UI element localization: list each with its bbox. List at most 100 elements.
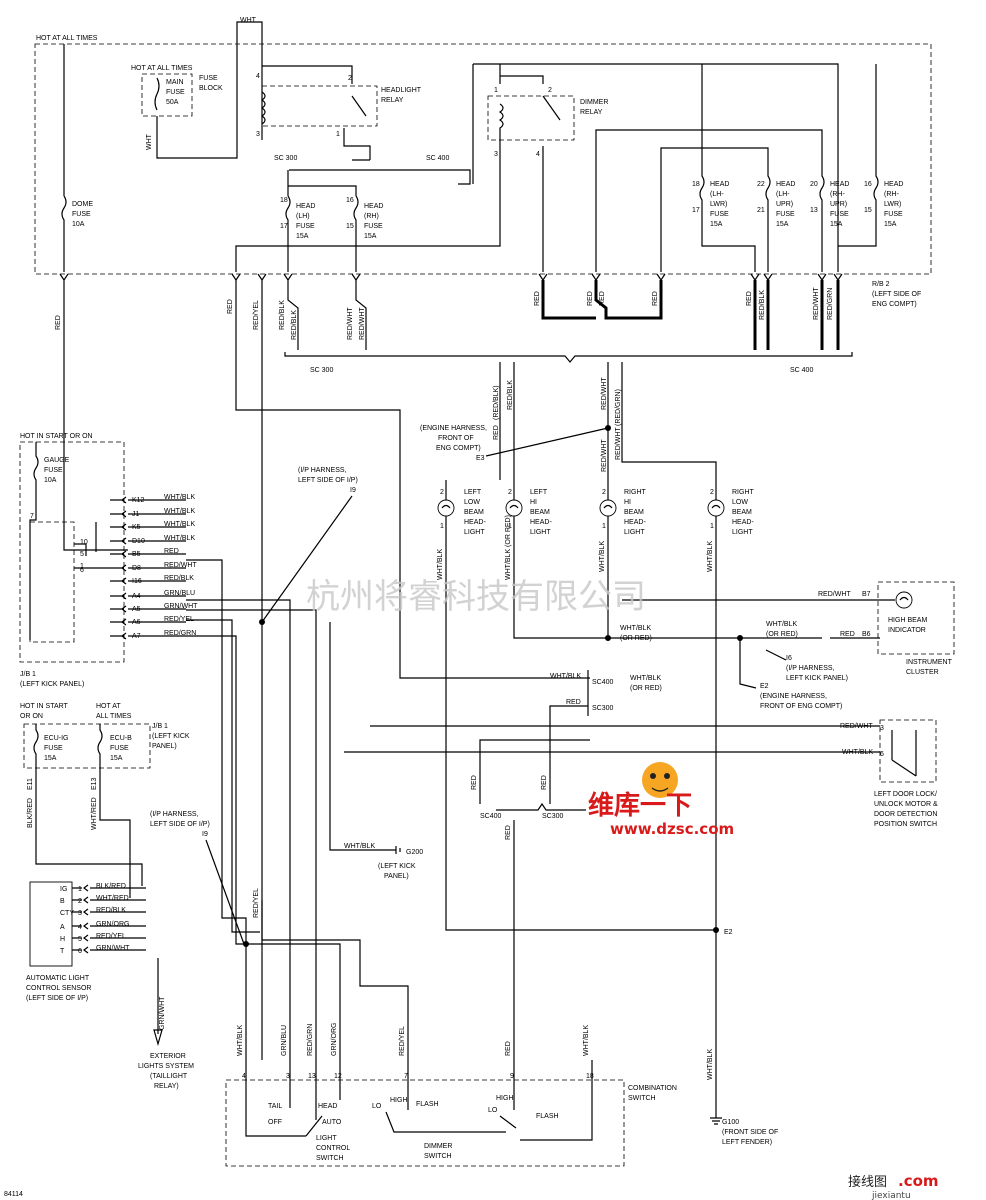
jb1-wire-label: WHT/BLK <box>164 494 195 501</box>
svg-text:RED: RED <box>599 291 606 306</box>
svg-text:(FRONT SIDE OF: (FRONT SIDE OF <box>722 1129 778 1136</box>
svg-text:2: 2 <box>508 489 512 496</box>
sensor-pin-number: 2 <box>78 898 82 905</box>
jb1-pin-wire <box>110 618 186 626</box>
sensor-pin-wire <box>72 896 146 904</box>
svg-text:www.dzsc.com: www.dzsc.com <box>610 820 734 838</box>
svg-text:B7: B7 <box>862 591 871 598</box>
svg-text:FLASH: FLASH <box>416 1101 439 1108</box>
door-lock-switch-box <box>879 719 937 783</box>
svg-text:HEAD: HEAD <box>830 181 849 188</box>
svg-text:HEAD: HEAD <box>364 203 383 210</box>
svg-text:SWITCH: SWITCH <box>628 1095 656 1102</box>
svg-text:1: 1 <box>440 523 444 530</box>
sensor-pin-name: IG <box>60 886 67 893</box>
svg-text:E2: E2 <box>724 929 733 936</box>
svg-text:HEAD: HEAD <box>884 181 903 188</box>
svg-text:FUSE: FUSE <box>44 745 63 752</box>
company-watermark: 杭州将睿科技有限公司 <box>306 577 646 617</box>
svg-text:LEFT SIDE OF I/P): LEFT SIDE OF I/P) <box>150 821 210 828</box>
jb1-pin-wire <box>110 523 186 531</box>
svg-text:GAUGE: GAUGE <box>44 457 70 464</box>
svg-text:CONTROL SENSOR: CONTROL SENSOR <box>26 985 91 992</box>
svg-text:UPR): UPR) <box>830 201 847 208</box>
svg-text:GRN/WHT: GRN/WHT <box>159 996 166 1030</box>
svg-text:12: 12 <box>334 1073 342 1080</box>
jb1-wire-label: WHT/BLK <box>164 508 195 515</box>
svg-text:(TAILLIGHT: (TAILLIGHT <box>150 1073 188 1080</box>
jb1-label: J/B 1 (LEFT KICK PANEL) <box>20 671 84 688</box>
rb2-connectors <box>59 273 843 282</box>
svg-text:RED/YEL: RED/YEL <box>399 1026 406 1056</box>
svg-text:LIGHT: LIGHT <box>624 529 645 536</box>
svg-text:(RH-: (RH- <box>830 191 845 198</box>
svg-text:HEADLIGHT: HEADLIGHT <box>381 87 422 94</box>
head-rh-upr-fuse: HEAD (RH- UPR) FUSE 15A <box>830 181 849 228</box>
svg-text:1: 1 <box>336 131 340 138</box>
svg-text:RED/WHT: RED/WHT <box>813 287 820 320</box>
svg-text:RED: RED <box>493 425 500 440</box>
svg-text:(RED/GRN): (RED/GRN) <box>615 389 622 426</box>
auto-light-sensor-box <box>29 881 73 967</box>
svg-text:LIGHT: LIGHT <box>530 529 551 536</box>
svg-text:SC300: SC300 <box>542 813 564 820</box>
svg-text:FUSE: FUSE <box>199 75 218 82</box>
svg-text:22: 22 <box>757 181 765 188</box>
svg-text:16: 16 <box>864 181 872 188</box>
svg-text:2: 2 <box>710 489 714 496</box>
svg-text:LEFT KICK PANEL): LEFT KICK PANEL) <box>786 675 848 682</box>
left-low-beam-headlight: 21 LEFT LOW BEAM HEAD- LIGHT <box>437 489 486 536</box>
svg-text:WHT/BLK: WHT/BLK <box>766 621 797 628</box>
svg-text:WHT/BLK: WHT/BLK <box>550 673 581 680</box>
head-lh-upr-fuse: HEAD (LH- UPR) FUSE 15A <box>776 181 795 228</box>
sensor-pin-name: B <box>60 898 65 905</box>
svg-text:LEFT: LEFT <box>464 489 482 496</box>
e2-note: E2 (ENGINE HARNESS, FRONT OF ENG COMPT) <box>760 683 842 710</box>
svg-text:RED: RED <box>505 1041 512 1056</box>
svg-text:HEAD-: HEAD- <box>464 519 486 526</box>
sensor-pin-number: 6 <box>78 948 82 955</box>
sensor-pin-wire <box>72 922 146 930</box>
dzsc-logo: 维库一下 www.dzsc.com <box>588 762 734 838</box>
svg-text:3: 3 <box>256 131 260 138</box>
jb1-wire-label: WHT/BLK <box>164 535 195 542</box>
svg-text:RED: RED <box>652 291 659 306</box>
svg-text:WHT/BLK (OR RED): WHT/BLK (OR RED) <box>505 515 512 580</box>
svg-text:接线图: 接线图 <box>848 1174 887 1190</box>
sc300-top-label: SC 300 <box>274 155 297 162</box>
svg-text:RED: RED <box>55 315 62 330</box>
instrument-cluster-label: INSTRUMENT CLUSTER <box>906 659 953 676</box>
svg-text:LIGHT: LIGHT <box>464 529 485 536</box>
door-lock-label: LEFT DOOR LOCK/ UNLOCK MOTOR & DOOR DETE… <box>874 791 938 828</box>
jb1-wire-label: WHT/BLK <box>164 521 195 528</box>
svg-text:(ENGINE HARNESS,: (ENGINE HARNESS, <box>420 425 487 432</box>
svg-text:RED/WHT: RED/WHT <box>615 427 622 460</box>
svg-text:1: 1 <box>508 523 512 530</box>
jb1-pin-wire <box>110 550 186 558</box>
sensor-pin-name: T <box>60 948 65 955</box>
svg-text:FUSE: FUSE <box>776 211 795 218</box>
jb1-wire-label: GRN/BLU <box>164 590 195 597</box>
svg-text:ENG COMPT): ENG COMPT) <box>872 301 917 308</box>
svg-text:1: 1 <box>710 523 714 530</box>
svg-text:RED: RED <box>566 699 581 706</box>
svg-text:CONTROL: CONTROL <box>316 1145 350 1152</box>
svg-text:HEAD: HEAD <box>776 181 795 188</box>
svg-text:FLASH: FLASH <box>536 1113 559 1120</box>
combination-switch-label: COMBINATION SWITCH <box>628 1085 677 1102</box>
g100-ground <box>710 1117 722 1125</box>
svg-text:RED/WHT: RED/WHT <box>601 377 608 410</box>
jb1-pin-wire <box>110 632 186 640</box>
svg-text:FUSE: FUSE <box>166 89 185 96</box>
exterior-lights-label: EXTERIOR LIGHTS SYSTEM (TAILLIGHT RELAY) <box>138 1053 194 1090</box>
svg-text:WHT/BLK: WHT/BLK <box>620 625 651 632</box>
svg-text:WHT/BLK: WHT/BLK <box>344 843 375 850</box>
dimmer-switch: LO HIGH FLASH LO HIGH FLASH DIMMER SWITC… <box>372 1095 559 1160</box>
sensor-wire-label: RED/YEL <box>96 933 126 940</box>
main-fuse-hot-label: HOT AT ALL TIMES <box>131 65 193 72</box>
combination-switch-box <box>225 1079 625 1167</box>
svg-text:INSTRUMENT: INSTRUMENT <box>906 659 953 666</box>
sensor-wire-label: BLK/RED <box>96 883 126 890</box>
figure-id: 84114 <box>4 1191 23 1198</box>
svg-text:EXTERIOR: EXTERIOR <box>150 1053 186 1060</box>
